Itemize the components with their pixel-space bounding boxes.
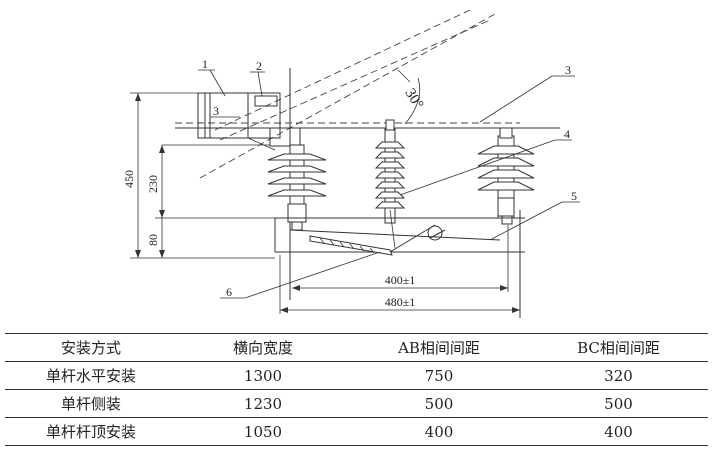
table-header-row: 安装方式 横向宽度 AB相间间距 BC相间间距 [5, 333, 708, 362]
angle-label: 30° [402, 86, 427, 112]
cell-width: 1050 [243, 422, 283, 441]
cell-width: 1300 [243, 366, 283, 385]
callout-5: 5 [571, 189, 577, 203]
vertical-dimensions [130, 92, 275, 259]
blade-open-position [199, 9, 496, 179]
horizontal-dimensions [279, 225, 520, 314]
grounding-switch [309, 224, 446, 256]
cell-method: 单杆侧装 [60, 395, 121, 413]
header-ab-spacing: AB相间间距 [398, 339, 480, 357]
installation-spec-table: 安装方式 横向宽度 AB相间间距 BC相间间距 单杆水平安装 1300 750 … [5, 333, 708, 446]
insulator-a [267, 144, 327, 231]
callout-4: 4 [564, 127, 570, 141]
header-width: 横向宽度 [232, 339, 293, 357]
switch-drawing: 30° [122, 9, 580, 318]
cell-ab: 500 [424, 394, 454, 413]
cell-bc: 400 [604, 422, 633, 441]
callout-3-right: 3 [565, 63, 571, 77]
dim-lower-height: 80 [146, 234, 160, 246]
header-install-method: 安装方式 [60, 339, 121, 357]
header-bc-spacing: BC相间间距 [577, 339, 660, 357]
insulator-c [477, 127, 535, 225]
dim-inner-span: 400±1 [385, 273, 416, 287]
cell-ab: 750 [424, 366, 454, 385]
callout-3-left: 3 [213, 104, 219, 118]
table-row: 单杆侧装 1230 500 500 [5, 390, 708, 418]
callout-6: 6 [226, 285, 232, 299]
cell-method: 单杆水平安装 [45, 367, 136, 385]
cell-width: 1230 [243, 394, 283, 413]
table-row: 单杆水平安装 1300 750 320 [5, 362, 708, 390]
leader-lines [198, 69, 580, 299]
callout-1: 1 [202, 57, 208, 71]
cell-bc: 500 [604, 394, 633, 413]
cell-method: 单杆杆顶安装 [45, 423, 136, 441]
insulator-b [374, 119, 406, 249]
dim-upper-height: 230 [146, 175, 160, 193]
dim-outer-span: 480±1 [385, 295, 416, 309]
angle-arrow [397, 69, 411, 83]
dim-total-height: 450 [122, 170, 136, 188]
angle-arc [404, 77, 421, 125]
base-frame [274, 217, 525, 253]
table-row: 单杆杆顶安装 1050 400 400 [5, 418, 708, 446]
cell-bc: 320 [604, 366, 633, 385]
cell-ab: 400 [424, 422, 454, 441]
callout-2: 2 [256, 59, 262, 73]
mechanism-box [197, 92, 301, 151]
